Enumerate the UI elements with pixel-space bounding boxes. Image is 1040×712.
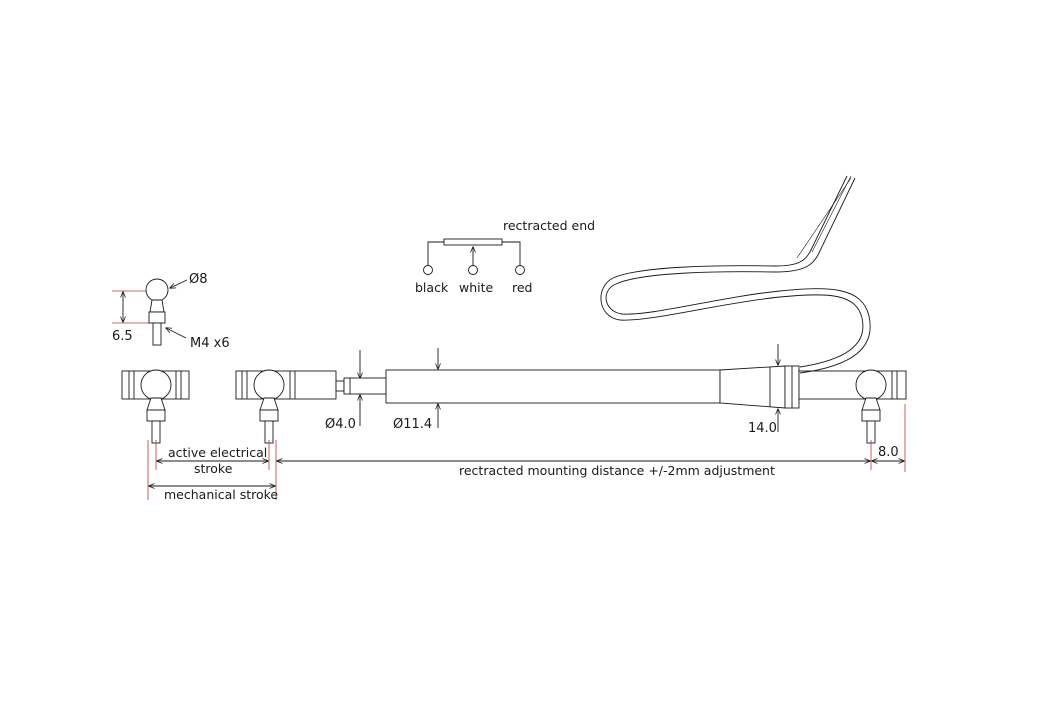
end-offset-label: 8.0 [878, 445, 899, 460]
diameter-dimensions: Ø4.0 Ø11.4 14.0 [325, 344, 778, 436]
right-ball-icon [855, 369, 887, 401]
wire-right [502, 241, 521, 265]
active-stroke-label-1: active electrical [168, 445, 267, 460]
pin-label-black: black [415, 280, 449, 295]
ball-diameter-label: Ø8 [189, 272, 208, 287]
retracted-rod-end [235, 369, 337, 444]
ball-neck [149, 299, 165, 313]
wire-left [427, 241, 444, 265]
signal-cable [600, 175, 871, 374]
wiring-title: rectracted end [503, 218, 595, 233]
potentiometer-track [443, 238, 503, 246]
ball-end-detail: 6.5 Ø8 M4 x6 [112, 272, 230, 351]
retracted-rod-eye [235, 370, 337, 400]
wiring-diagram: rectracted end black white red [415, 218, 595, 295]
thread-label: M4 x6 [190, 336, 230, 351]
taper-section [719, 365, 786, 409]
retracted-ball-icon [253, 369, 285, 401]
right-rod-eye [798, 370, 907, 400]
rod-diameter-label: Ø4.0 [325, 417, 356, 432]
ball-height-label: 6.5 [112, 329, 133, 344]
piston-rod [335, 380, 345, 392]
cable-inner [605, 177, 871, 374]
thread-leader [166, 328, 187, 339]
body-diameter-label: Ø11.4 [393, 417, 432, 432]
diameter-leader [170, 279, 188, 288]
pin-white-icon [468, 265, 478, 275]
stroke-dimensions: active electrical stroke mechanical stro… [147, 404, 906, 502]
ball-thread [152, 322, 162, 346]
cylinder-body [385, 369, 721, 404]
pin-label-white: white [459, 280, 494, 295]
extended-ball-icon [140, 369, 172, 401]
mechanical-stroke-label: mechanical stroke [164, 487, 278, 502]
cable-wires [796, 177, 852, 259]
pin-label-red: red [512, 280, 533, 295]
taper-diameter-label: 14.0 [748, 421, 777, 436]
cable-outer [600, 175, 864, 368]
ball-icon [145, 278, 169, 302]
active-stroke-label-2: stroke [194, 461, 233, 476]
mounting-distance-label: rectracted mounting distance +/-2mm adju… [459, 463, 775, 478]
pin-red-icon [515, 265, 525, 275]
ball-hex [148, 311, 166, 324]
pin-black-icon [423, 265, 433, 275]
actuator-assembly [335, 365, 907, 444]
extended-rod-end [121, 369, 190, 444]
